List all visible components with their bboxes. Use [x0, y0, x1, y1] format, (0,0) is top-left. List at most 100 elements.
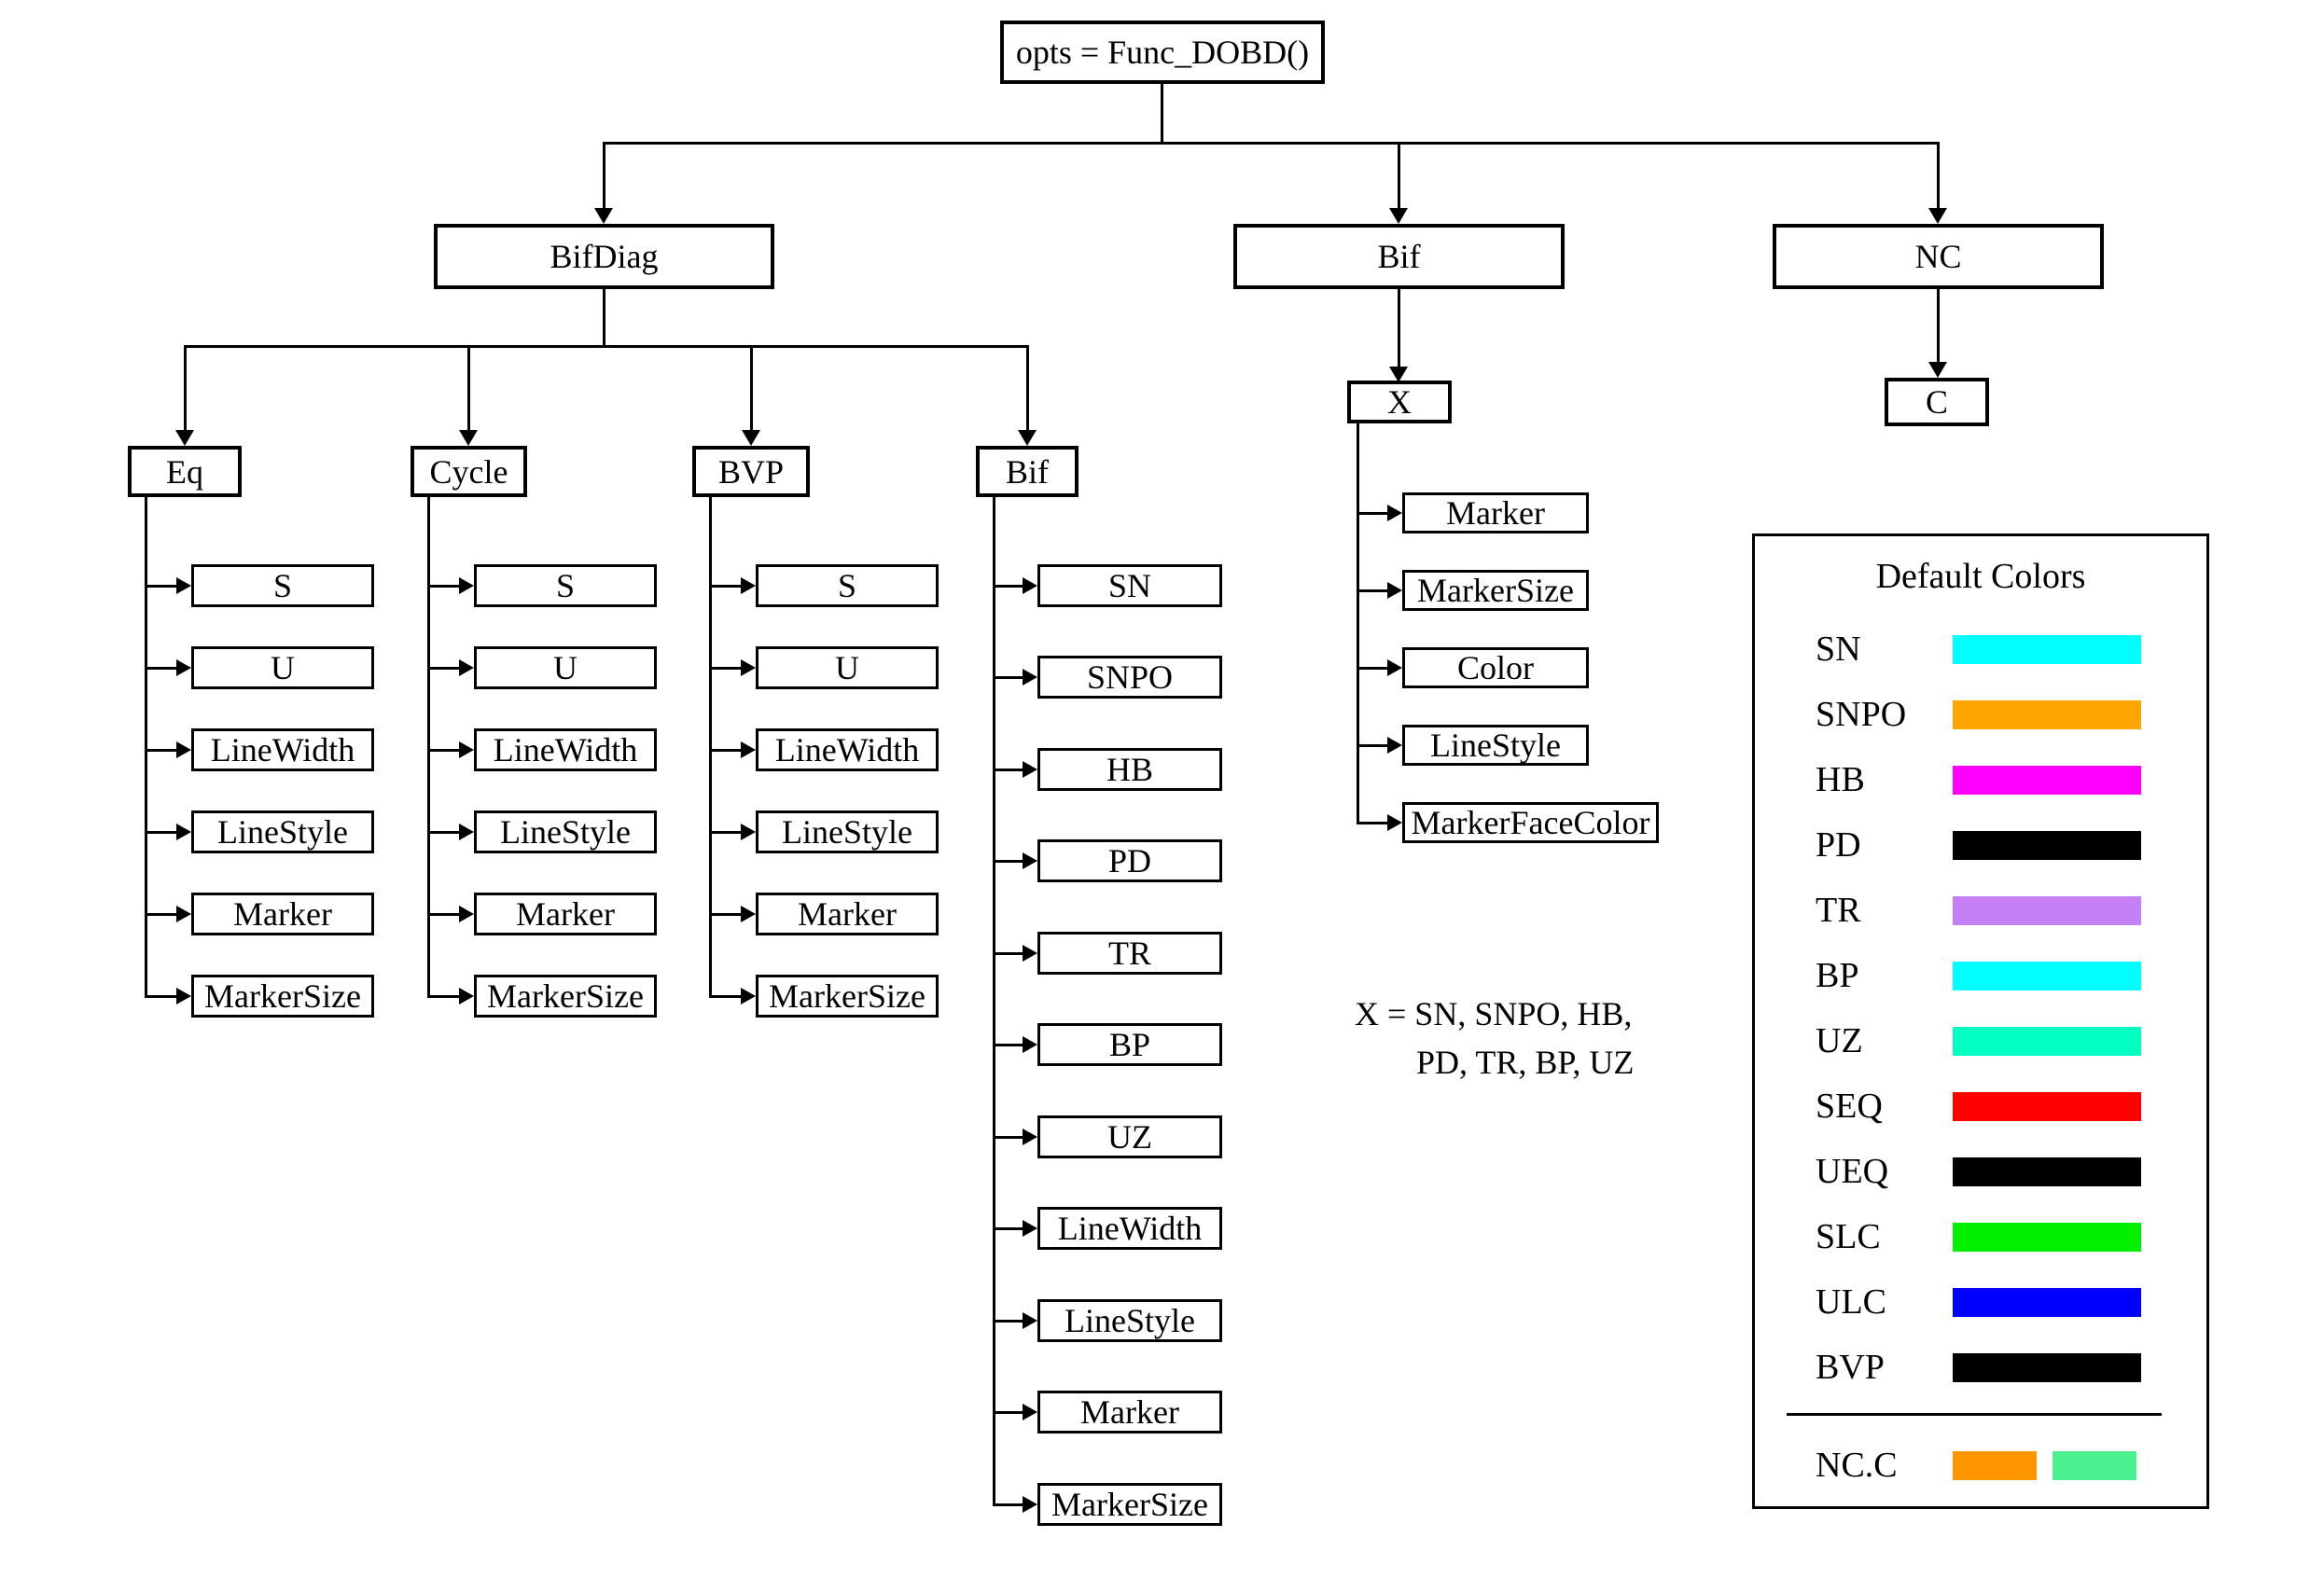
connector-vline [603, 289, 605, 348]
branch-line [427, 667, 462, 670]
arrowhead-down [594, 208, 613, 224]
branch-line [1357, 667, 1390, 670]
arrowhead-right [741, 741, 756, 758]
node-item: MarkerSize [756, 975, 939, 1018]
arrowhead-right [459, 741, 474, 758]
branch-line [709, 831, 744, 834]
arrowhead-right [1387, 737, 1402, 754]
branch-line [993, 1044, 1025, 1046]
legend-label: PD [1816, 825, 1861, 866]
arrowhead-down [459, 430, 478, 446]
arrowhead-right [459, 577, 474, 594]
arrowhead-right [1387, 505, 1402, 521]
column-trunk-line [427, 497, 430, 998]
column-trunk-line [1357, 423, 1359, 824]
branch-line [993, 585, 1025, 588]
branch-line [427, 913, 462, 916]
arrowhead-right [1023, 1312, 1037, 1329]
node-item: MarkerSize [1402, 570, 1589, 611]
node-item: MarkerSize [474, 975, 657, 1018]
node-item: MarkerSize [1037, 1483, 1222, 1526]
node-opts-root: opts = Func_DOBD() [1000, 21, 1325, 84]
legend-swatch [1953, 766, 2141, 795]
node-item: LineWidth [756, 728, 939, 771]
legend-label: HB [1816, 760, 1865, 800]
connector-hline [184, 345, 1029, 348]
legend-label: ULC [1816, 1282, 1886, 1323]
node-item: Marker [474, 893, 657, 935]
arrowhead-right [741, 906, 756, 922]
connector-vline [603, 142, 605, 211]
branch-line [993, 952, 1025, 955]
node-item: LineStyle [1037, 1299, 1222, 1342]
column-header-node: Cycle [411, 446, 527, 497]
arrowhead-right [176, 741, 191, 758]
arrowhead-right [1023, 945, 1037, 962]
arrowhead-right [741, 659, 756, 676]
arrowhead-right [1387, 659, 1402, 676]
node-item: UZ [1037, 1115, 1222, 1158]
branch-line [427, 831, 462, 834]
arrowhead-right [176, 577, 191, 594]
branch-line [993, 1411, 1025, 1414]
node-item: BP [1037, 1023, 1222, 1066]
branch-line [709, 667, 744, 670]
legend-label: SN [1816, 630, 1861, 670]
branch-line [993, 769, 1025, 771]
node-item: TR [1037, 932, 1222, 975]
arrowhead-right [1023, 577, 1037, 594]
branch-line [709, 995, 744, 998]
node-item: SN [1037, 564, 1222, 607]
node-item: LineStyle [756, 810, 939, 853]
node-c: C [1885, 378, 1989, 426]
arrowhead-right [1023, 761, 1037, 778]
branch-line [145, 995, 179, 998]
branch-line [993, 676, 1025, 679]
branch-line [709, 913, 744, 916]
node-x: X [1347, 381, 1452, 423]
branch-line [427, 995, 462, 998]
node-item: Marker [191, 893, 374, 935]
legend-swatch [1953, 635, 2141, 664]
connector-vline [1398, 142, 1400, 211]
branch-line [145, 913, 179, 916]
arrowhead-right [1023, 1404, 1037, 1420]
arrowhead-right [1023, 1220, 1037, 1237]
legend-swatch [1953, 962, 2141, 990]
branch-line [145, 749, 179, 752]
x-definition-note-line2: PD, TR, BP, UZ [1416, 1044, 1635, 1081]
legend-swatch [1953, 1353, 2141, 1382]
branch-line [145, 585, 179, 588]
connector-vline [1161, 84, 1163, 145]
arrowhead-right [459, 824, 474, 840]
legend-label: UEQ [1816, 1152, 1889, 1192]
legend-label: SLC [1816, 1217, 1881, 1257]
arrowhead-right [1387, 814, 1402, 831]
node-item: HB [1037, 748, 1222, 791]
arrowhead-down [175, 430, 194, 446]
branch-line [993, 1320, 1025, 1323]
node-item: Color [1402, 647, 1589, 688]
node-item: MarkerSize [191, 975, 374, 1018]
node-item: LineStyle [191, 810, 374, 853]
branch-line [1357, 589, 1390, 592]
node-item: U [191, 646, 374, 689]
arrowhead-right [176, 659, 191, 676]
connector-vline [467, 345, 470, 433]
arrowhead-right [176, 824, 191, 840]
column-header-node: BVP [692, 446, 810, 497]
legend-label: SNPO [1816, 695, 1907, 735]
node-item: LineWidth [1037, 1207, 1222, 1250]
node-item: S [191, 564, 374, 607]
node-nc: NC [1773, 224, 2104, 289]
arrowhead-right [459, 659, 474, 676]
legend-ncc-swatch [2053, 1451, 2136, 1480]
legend-swatch [1953, 896, 2141, 925]
arrowhead-right [1023, 669, 1037, 686]
legend-label: TR [1816, 891, 1861, 931]
node-item: MarkerFaceColor [1402, 802, 1659, 843]
legend-ncc-label: NC.C [1816, 1446, 1898, 1486]
arrowhead-right [741, 824, 756, 840]
column-trunk-line [145, 497, 147, 998]
